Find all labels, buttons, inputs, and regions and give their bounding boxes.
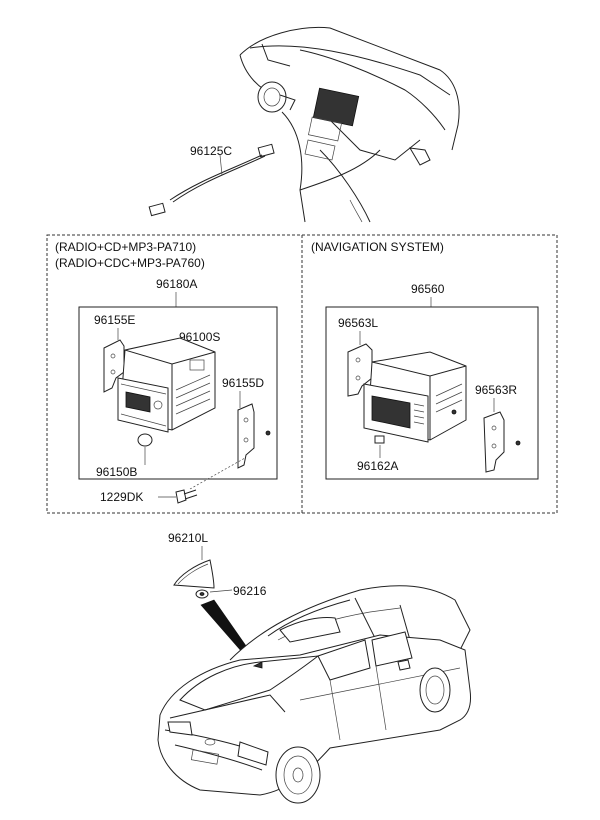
nav-bracket-right-label: 96563R <box>475 383 517 397</box>
car-illustration <box>157 585 471 804</box>
bracket-left-label: 96155E <box>94 313 135 327</box>
wire-harness-96125C <box>148 143 275 217</box>
radio-unit-drawing <box>103 337 271 469</box>
shark-fin-antenna <box>173 559 215 589</box>
group1-title-line1: (RADIO+CD+MP3-PA710) <box>55 240 196 254</box>
antenna-nut <box>195 589 209 599</box>
dashboard-illustration <box>239 26 460 223</box>
nav-assy-box <box>325 306 539 480</box>
knob-label: 96150B <box>96 465 137 479</box>
bracket-right-label: 96155D <box>222 376 264 390</box>
radio-unit-label: 96100S <box>179 330 220 344</box>
nav-assy-label: 96560 <box>411 282 445 296</box>
radio-assy-box <box>78 306 278 480</box>
nav-unit-drawing <box>347 343 521 473</box>
antenna-label: 96210L <box>168 531 208 545</box>
antenna-nut-label: 96216 <box>233 584 267 598</box>
nav-bracket-left-label: 96563L <box>338 316 378 330</box>
group1-title-line2: (RADIO+CDC+MP3-PA760) <box>55 256 205 270</box>
bolt-1229DK <box>158 457 246 504</box>
group2-title: (NAVIGATION SYSTEM) <box>311 240 444 254</box>
bolt-label: 1229DK <box>100 490 143 504</box>
wire-label: 96125C <box>190 144 232 158</box>
radio-assy-label: 96180A <box>156 277 197 291</box>
nav-part-label: 96162A <box>357 459 398 473</box>
